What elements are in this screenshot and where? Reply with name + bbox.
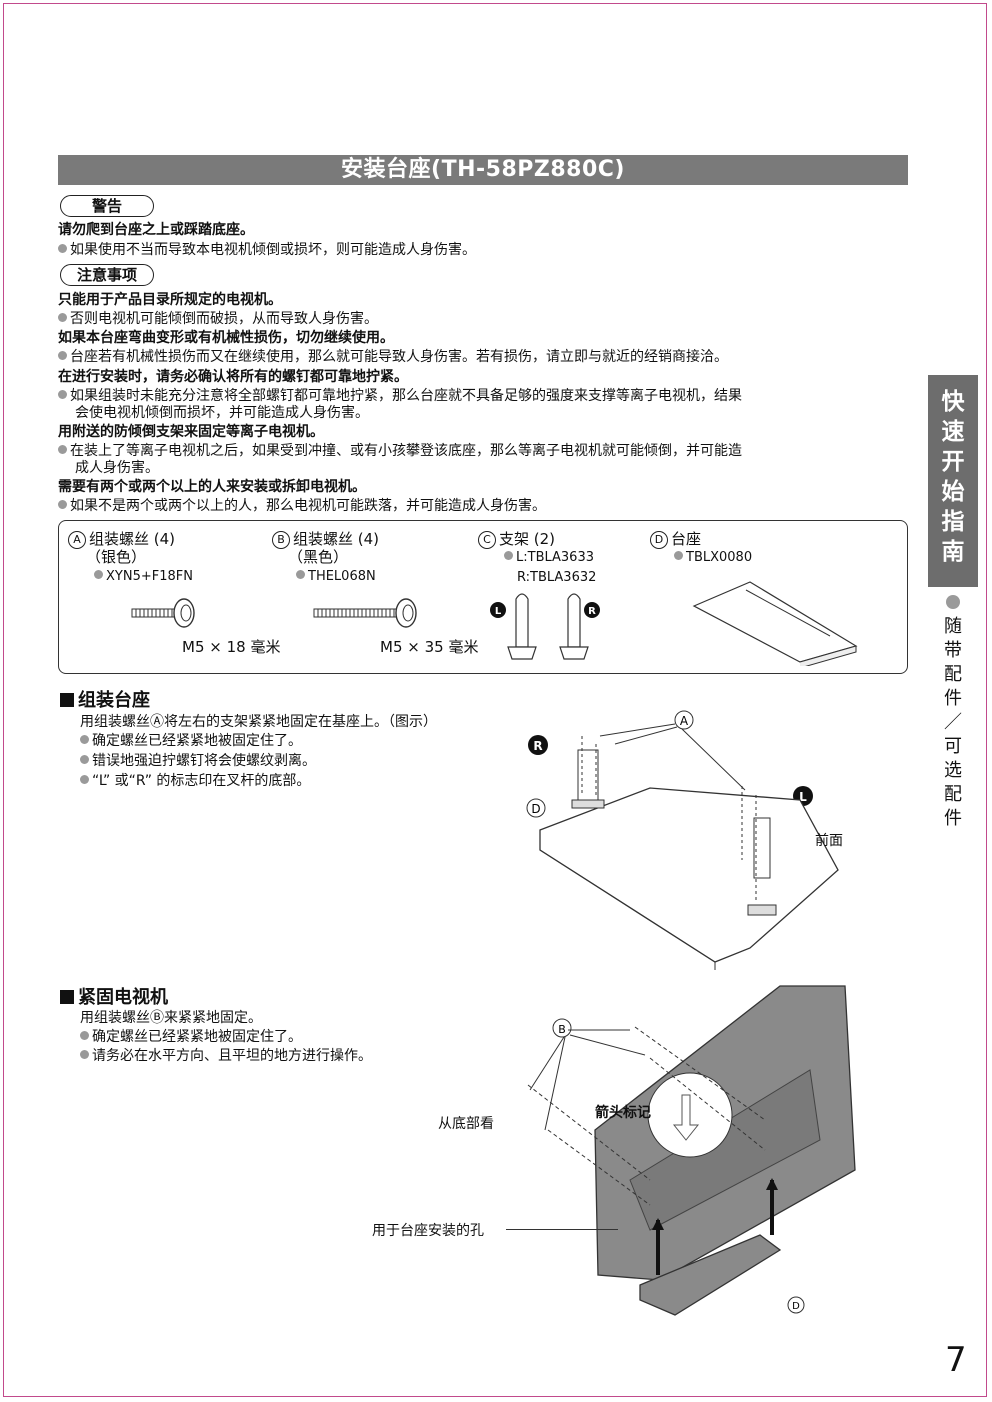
side-tab-char: 始 [941,479,965,505]
svg-text:B: B [558,1023,566,1036]
side-sub-label: 随带配件／可选配件 [938,595,968,831]
side-tab-char: 开 [941,449,965,475]
caution-item-3-cont: 会使电视机倾倒而损坏，并可能造成人身伤害。 [75,405,369,421]
page-title: 安装台座(TH-58PZ880C) [58,155,908,185]
side-sub-char: 件 [944,808,962,829]
svg-text:D: D [531,802,540,816]
warning-heading: 请勿爬到台座之上或踩踏底座。 [58,222,254,238]
hole-label: 用于台座安装的孔 [372,1223,484,1239]
fix-bullet-1: 确定螺丝已经紧紧地被固定住了。 [80,1026,302,1046]
arrow-mark-label: 箭头标记 [595,1105,651,1121]
fix-bullet-2: 请务必在水平方向、且平坦的地方进行操作。 [80,1045,372,1065]
square-bullet-icon [60,990,74,1004]
accessory-b-code: THEL068N [296,569,376,584]
fix-heading: 紧固电视机 [60,983,168,1009]
side-sub-char: ／ [944,712,962,733]
caution-heading-1: 只能用于产品目录所规定的电视机。 [58,292,282,308]
bullet-icon [58,390,67,399]
side-sub-char: 配 [944,664,962,685]
caution-heading-3: 在进行安装时，请务必确认将所有的螺钉都可靠地拧紧。 [58,369,408,385]
screw-a-icon [131,598,195,628]
caution-heading-4: 用附送的防倾倒支架来固定等离子电视机。 [58,424,324,440]
assemble-heading: 组装台座 [60,686,150,712]
from-bottom-label: 从底部看 [438,1116,494,1132]
caution-item-3: 如果组装时未能充分注意将全部螺钉都可靠地拧紧，那么台座就不具备足够的强度来支撑等… [58,385,742,405]
bullet-icon [58,313,67,322]
side-tab-char: 速 [941,419,965,445]
svg-text:R: R [533,739,542,753]
accessories-box [58,520,908,674]
bullet-icon [58,500,67,509]
side-sub-char: 可 [944,736,962,757]
bullet-icon [58,445,67,454]
side-tab-char: 南 [941,539,965,565]
caution-heading-5: 需要有两个或两个以上的人来安装或拆卸电视机。 [58,479,366,495]
warning-label: 警告 [60,195,154,217]
accessory-b-size: M5 × 35 毫米 [380,638,479,656]
assemble-bullet-3: “L” 或“R” 的标志印在叉杆的底部。 [80,770,310,790]
bullet-icon [58,244,67,253]
circle-letter-b-icon: B [272,531,290,549]
side-sub-char: 选 [944,760,962,781]
side-sub-char: 随 [944,616,962,637]
accessory-a-code: XYN5+F18FN [94,569,193,584]
accessory-a-color: （银色） [86,548,147,566]
stand-base-icon [692,581,858,666]
caution-heading-2: 如果本台座弯曲变形或有机械性损伤，切勿继续使用。 [58,330,394,346]
caution-item-1: 否则电视机可能倾倒而破损，从而导致人身伤害。 [58,308,378,328]
mark-l-letter: L [495,606,502,617]
page-border [3,3,987,1397]
assemble-intro: 用组装螺丝Ⓐ将左右的支架紧紧地固定在基座上。（图示） [80,714,437,730]
svg-text:L: L [799,790,807,804]
caution-item-5: 如果不是两个或两个以上的人，那么电视机可能跌落，并可能造成人身伤害。 [58,495,546,515]
circle-letter-a-icon: A [68,531,86,549]
bracket-pair-icon: L R [490,593,600,660]
side-tab-char: 指 [941,509,965,535]
accessory-c-code-r: R:TBLA3632 [517,570,597,585]
fix-intro: 用组装螺丝Ⓑ来紧紧地固定。 [80,1010,262,1026]
svg-text:D: D [792,1301,800,1312]
accessory-a-size: M5 × 18 毫米 [182,638,281,656]
screw-b-icon [313,598,417,628]
side-sub-char: 配 [944,784,962,805]
side-sub-char: 件 [944,688,962,709]
caution-label: 注意事项 [60,264,154,286]
accessory-d-code: TBLX0080 [674,550,752,565]
side-tab-char: 快 [941,389,965,415]
side-tab-quick-start: 快速开始指南 [928,375,978,587]
hole-leader-line [506,1229,618,1230]
side-dot-icon [946,595,960,609]
side-sub-text: 随带配件／可选配件 [938,615,968,831]
page-number: 7 [945,1340,967,1380]
assemble-illustration: A R L D [526,710,839,970]
side-sub-char: 带 [944,640,962,661]
caution-item-2: 台座若有机械性损伤而又在继续使用，那么就可能导致人身伤害。若有损伤，请立即与就近… [58,346,728,366]
accessory-c-code-l: L:TBLA3633 [504,550,594,565]
caution-item-4: 在装上了等离子电视机之后，如果受到冲撞、或有小孩攀登该底座，那么等离子电视机就可… [58,440,742,460]
warning-item: 如果使用不当而导致本电视机倾倒或损坏，则可能造成人身伤害。 [58,239,476,259]
circle-letter-c-icon: C [478,531,496,549]
bullet-icon [58,351,67,360]
side-tab-text: 快速开始指南 [928,387,978,567]
assemble-bullet-2: 错误地强迫拧螺钉将会使螺纹剥离。 [80,750,316,770]
svg-text:A: A [680,714,689,728]
accessory-b-color: （黑色） [288,548,349,566]
front-label: 前面 [815,833,843,849]
square-bullet-icon [60,693,74,707]
caution-item-4-cont: 成人身伤害。 [75,460,159,476]
mark-r-letter: R [588,606,596,617]
circle-letter-d-icon: D [650,531,668,549]
assemble-bullet-1: 确定螺丝已经紧紧地被固定住了。 [80,730,302,750]
fix-tv-illustration: B D [527,985,856,1316]
